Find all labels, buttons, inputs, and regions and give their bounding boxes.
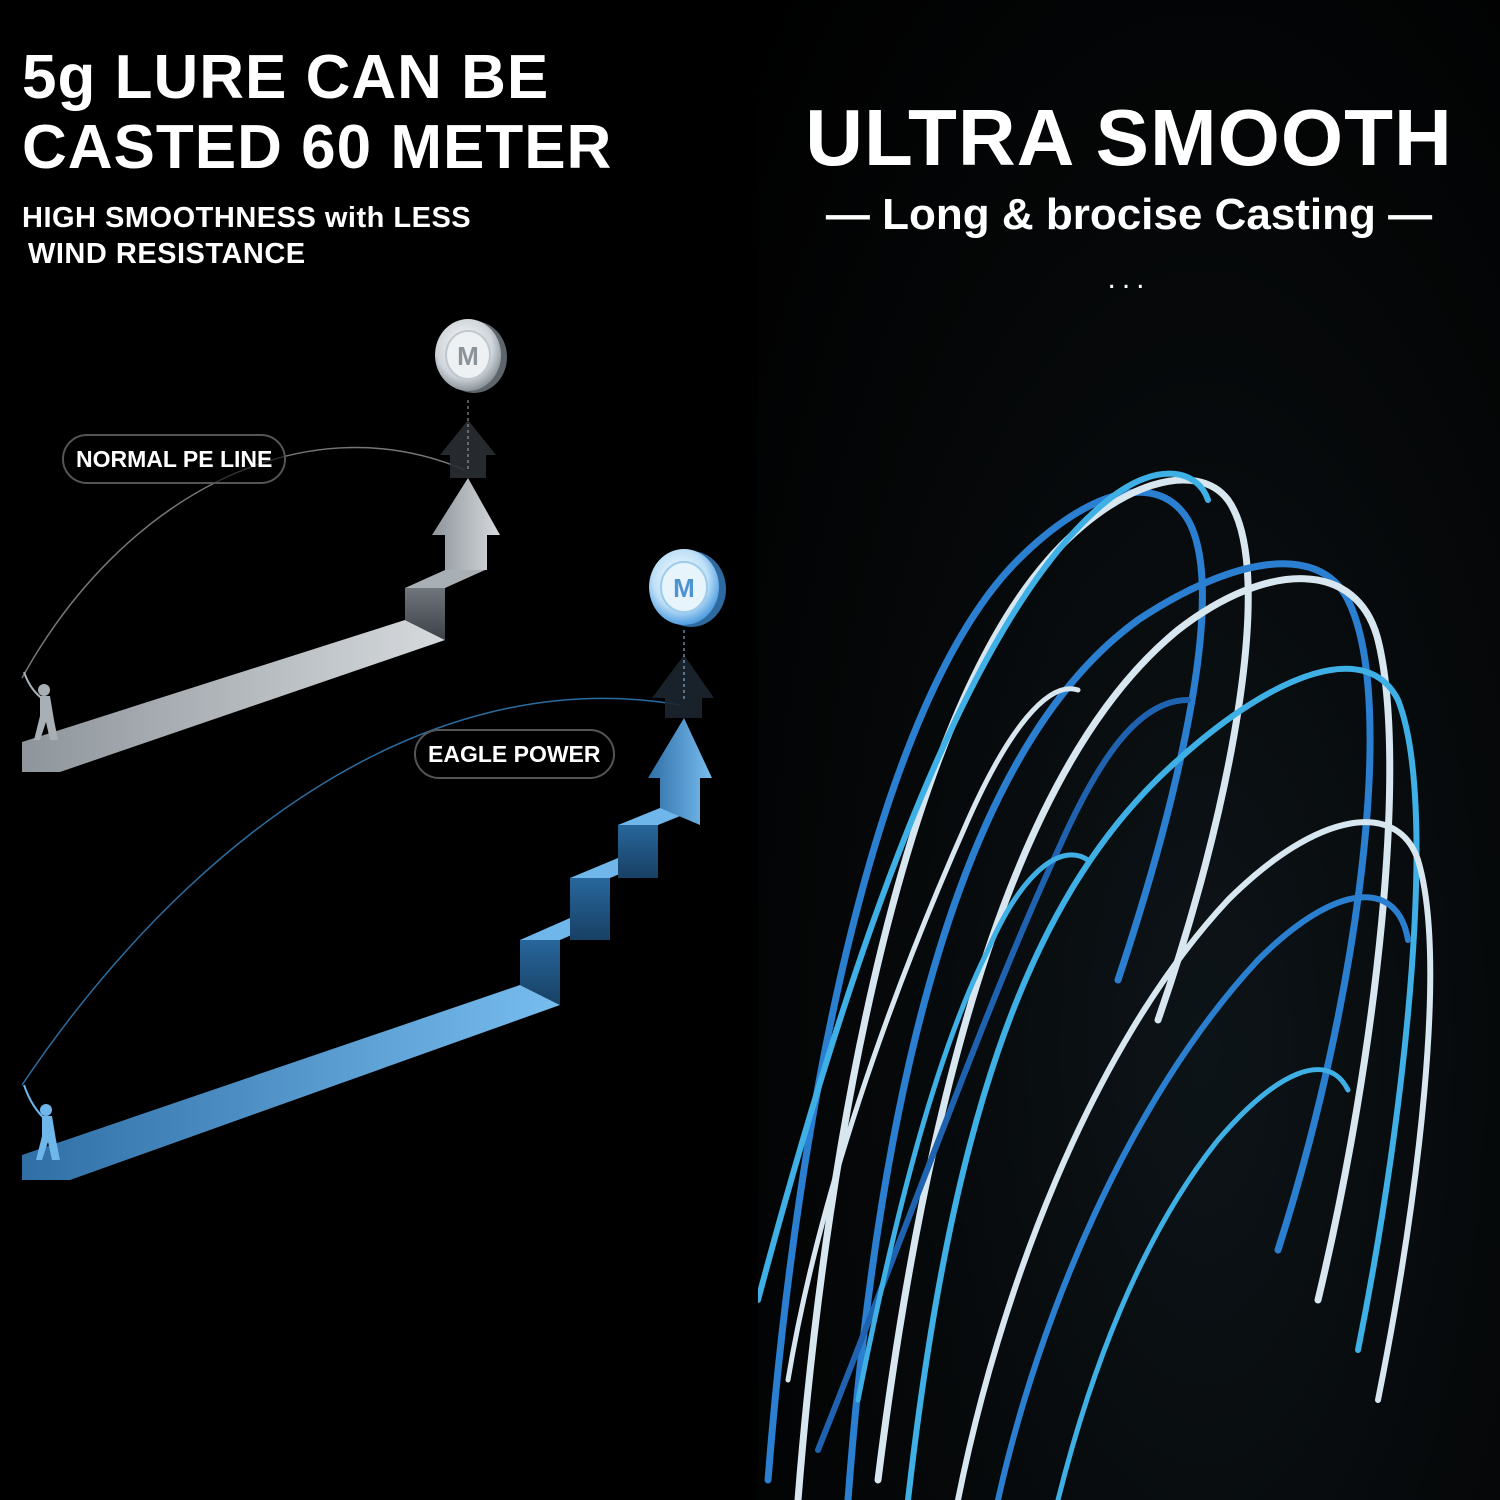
normal-stair-riser xyxy=(405,570,485,588)
braided-line-strands-image xyxy=(758,470,1434,1500)
eagle-stair-step-1 xyxy=(520,925,560,1005)
strand-11 xyxy=(785,686,1081,1383)
strand-10 xyxy=(855,852,1091,1403)
left-panel: 5g LURE CAN BE CASTED 60 METER HIGH SMOO… xyxy=(21,43,726,1180)
strand-9 xyxy=(995,894,1411,1500)
normal-arrow-icon xyxy=(432,478,500,570)
strand-6 xyxy=(905,665,1420,1500)
normal-target-coin-icon xyxy=(435,319,507,393)
strand-5 xyxy=(874,575,1394,1484)
strand-8 xyxy=(955,819,1434,1500)
strand-7 xyxy=(815,697,1191,1453)
right-panel: ULTRA SMOOTH — Long & brocise Casting — … xyxy=(758,0,1500,1500)
strand-1 xyxy=(764,488,1206,1484)
eagle-cast-trajectory xyxy=(21,697,681,1086)
subheadline-line-1: HIGH SMOOTHNESS with LESS xyxy=(22,202,472,234)
headline-line-2: CASTED 60 METER xyxy=(22,113,613,182)
strand-3 xyxy=(758,470,1211,1303)
normal-stair-step xyxy=(405,588,445,640)
eagle-arrow-icon xyxy=(648,718,712,825)
eagle-power-label: EAGLE POWER xyxy=(414,729,615,779)
eagle-stair-step-3 xyxy=(618,812,658,878)
normal-stair-base xyxy=(22,620,445,772)
casting-comparison-diagram: M M xyxy=(21,319,726,1180)
eagle-angler-icon xyxy=(23,1084,60,1160)
headline-line-1: 5g LURE CAN BE xyxy=(22,43,550,112)
subheadline-line-2: WIND RESISTANCE xyxy=(28,238,306,270)
eagle-target-coin-icon xyxy=(649,549,726,627)
normal-angler-icon xyxy=(23,671,58,740)
eagle-stair-step-2 xyxy=(570,865,610,940)
ellipsis-dots: ... xyxy=(1107,262,1151,295)
normal-pe-line-label: NORMAL PE LINE xyxy=(62,434,287,484)
eagle-coin-letter: M xyxy=(673,573,695,603)
strand-12 xyxy=(1055,1067,1351,1500)
eagle-arrow-ghost-icon xyxy=(652,655,714,718)
ultra-smooth-title: ULTRA SMOOTH xyxy=(805,93,1453,182)
normal-coin-letter: M xyxy=(457,341,479,371)
casting-subtitle: — Long & brocise Casting — xyxy=(825,190,1433,239)
strand-4 xyxy=(844,560,1374,1500)
eagle-stair-base xyxy=(22,985,560,1180)
